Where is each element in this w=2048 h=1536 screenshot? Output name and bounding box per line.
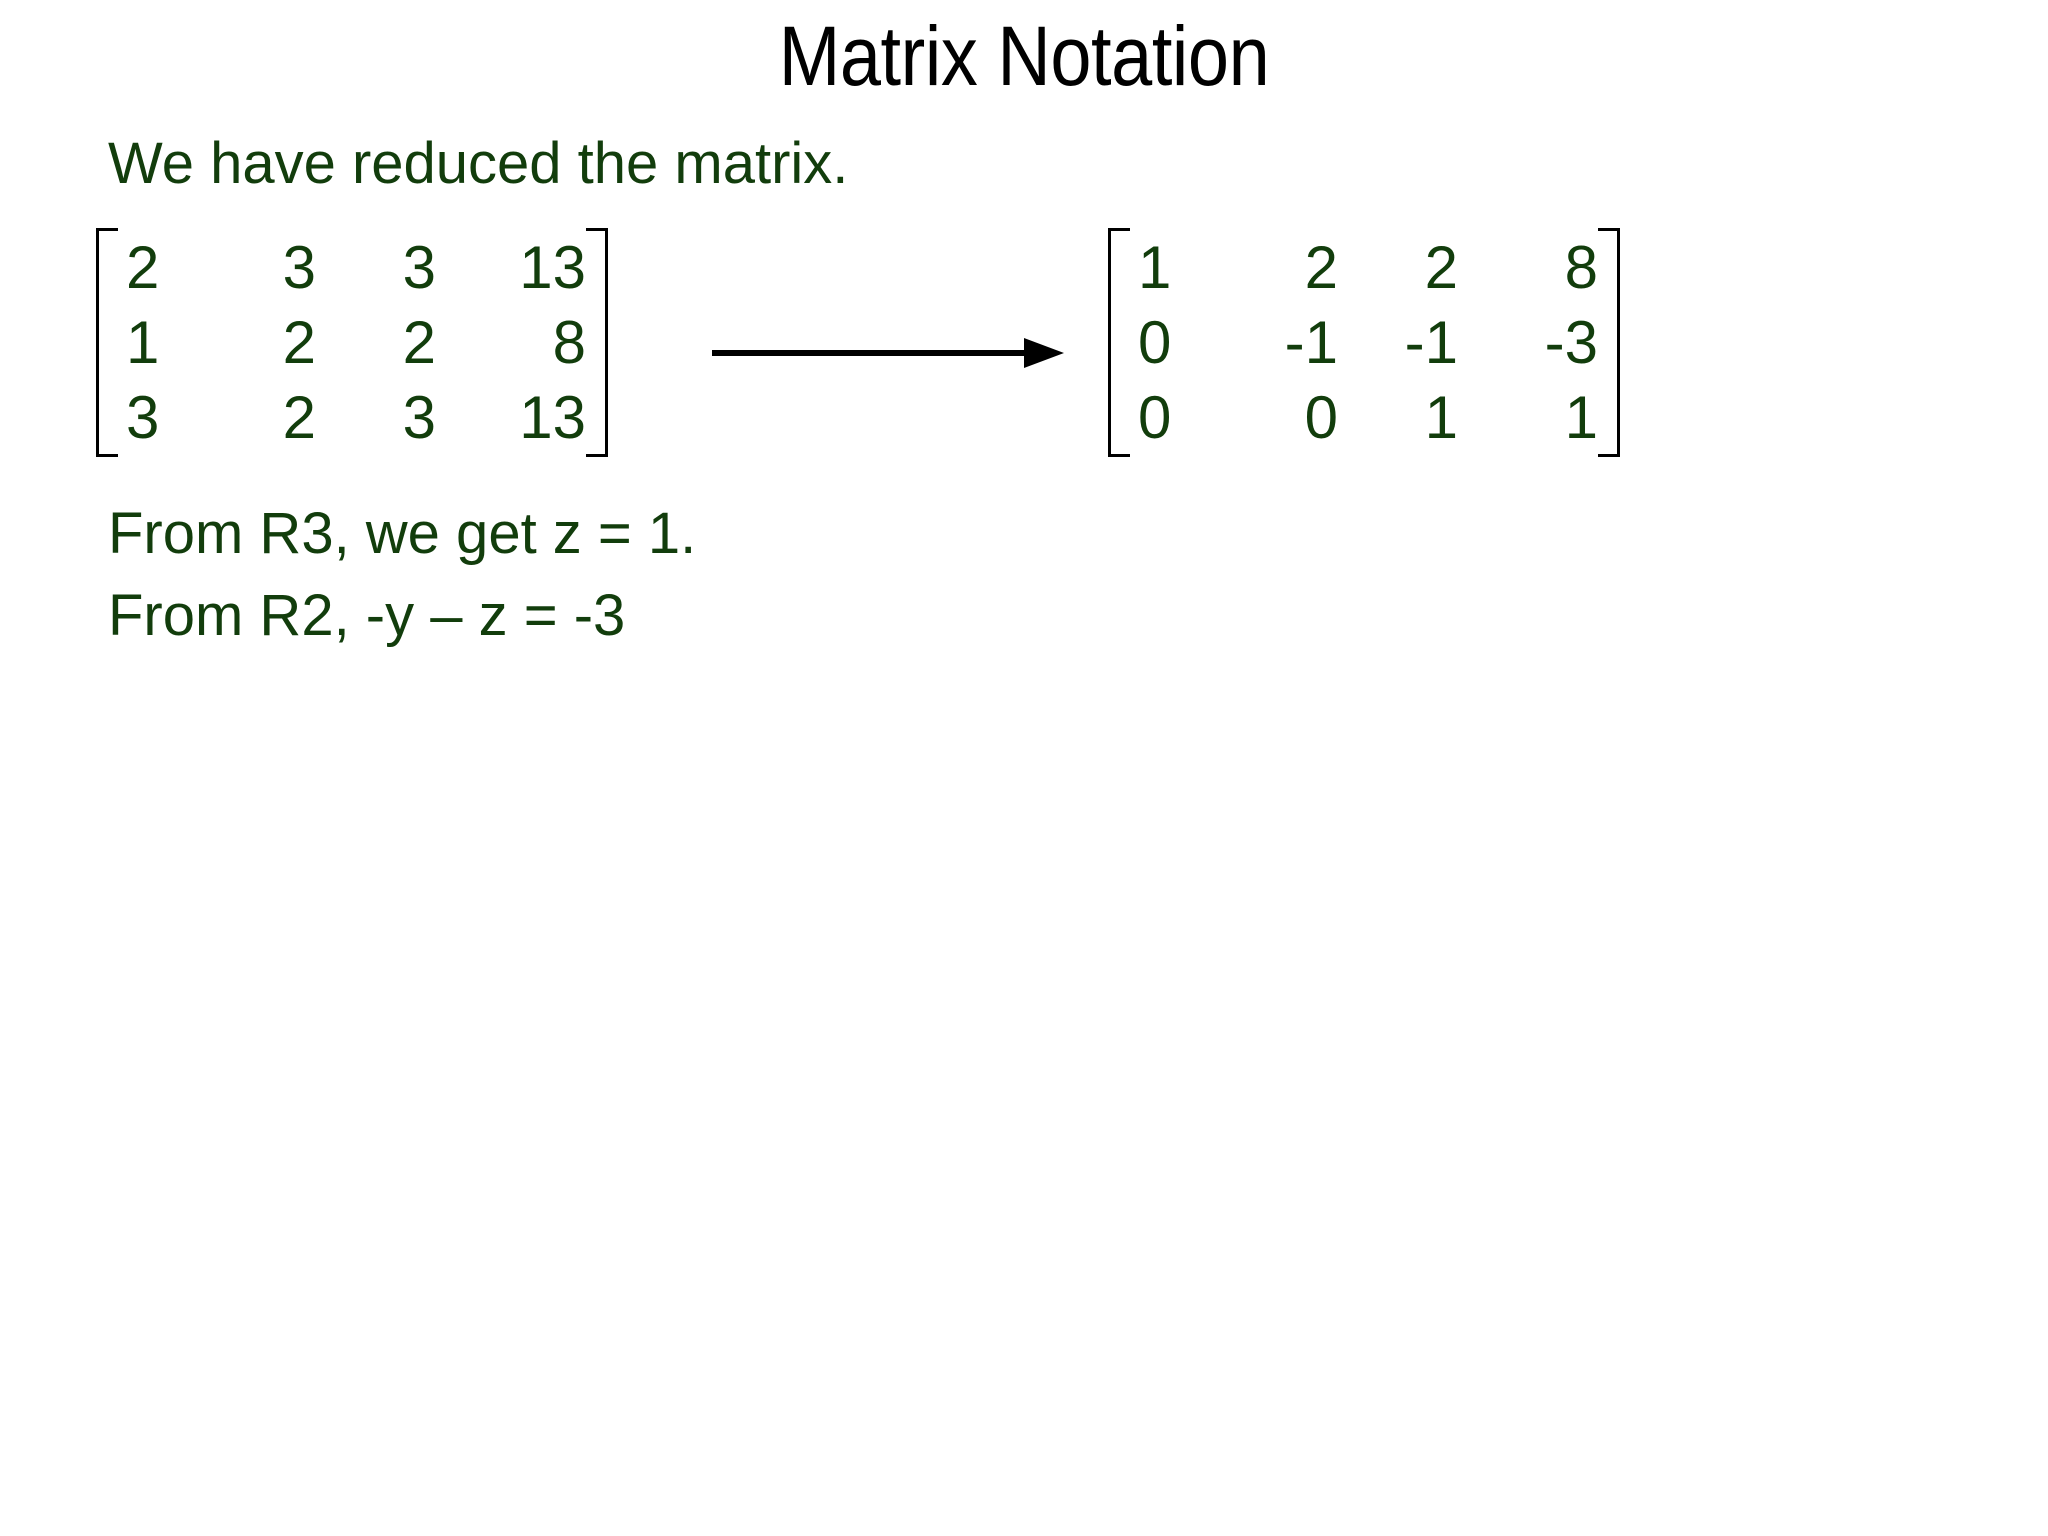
conclusion-line-1: From R3, we get z = 1. [108, 501, 697, 566]
matrix-cell: -1 [1284, 309, 1338, 376]
matrix-cell: 2 [126, 234, 160, 301]
bracket-bottom-serif [96, 454, 118, 457]
matrix-equation-row: 2 3 3 13 1 2 2 8 3 2 3 13 [0, 228, 2048, 457]
left-matrix: 2 3 3 13 1 2 2 8 3 2 3 13 [96, 228, 608, 457]
matrix-cell: 1 [1138, 234, 1172, 301]
right-arrow-icon [712, 338, 1064, 368]
bracket-bottom-serif [1598, 454, 1620, 457]
bracket-bottom-serif [1108, 454, 1130, 457]
right-matrix-grid: 1 2 2 8 0 -1 -1 -3 0 0 1 1 [1130, 228, 1598, 457]
bracket-top-serif [96, 228, 118, 231]
bracket-top-serif [1598, 228, 1620, 231]
matrix-cell: 2 [1304, 234, 1338, 301]
matrix-cell: 1 [1424, 384, 1458, 451]
matrix-cell: -3 [1544, 309, 1598, 376]
matrix-cell: 3 [126, 384, 160, 451]
matrix-cell: 1 [1564, 384, 1598, 451]
matrix-cell: 0 [1138, 309, 1172, 376]
arrow-head [1024, 338, 1064, 368]
page-title: Matrix Notation [778, 9, 1270, 103]
matrix-cell: 8 [552, 309, 586, 376]
arrow-shaft [712, 350, 1030, 356]
matrix-cell: 3 [402, 384, 436, 451]
left-matrix-open-bracket [96, 228, 118, 457]
matrix-cell: 3 [402, 234, 436, 301]
right-matrix: 1 2 2 8 0 -1 -1 -3 0 0 1 1 [1108, 228, 1620, 457]
right-matrix-close-bracket [1598, 228, 1620, 457]
bracket-bottom-serif [586, 454, 608, 457]
matrix-cell: 0 [1138, 384, 1172, 451]
matrix-cell: 0 [1304, 384, 1338, 451]
bracket-top-serif [1108, 228, 1130, 231]
matrix-cell: 13 [519, 234, 586, 301]
matrix-cell: 2 [402, 309, 436, 376]
matrix-cell: -1 [1404, 309, 1458, 376]
matrix-cell: 3 [282, 234, 316, 301]
conclusion-line-2: From R2, -y – z = -3 [108, 583, 626, 648]
matrix-cell: 13 [519, 384, 586, 451]
lead-statement: We have reduced the matrix. [108, 131, 849, 196]
bracket-top-serif [586, 228, 608, 231]
matrix-cell: 8 [1564, 234, 1598, 301]
matrix-cell: 2 [282, 309, 316, 376]
matrix-cell: 2 [1424, 234, 1458, 301]
left-matrix-grid: 2 3 3 13 1 2 2 8 3 2 3 13 [118, 228, 586, 457]
right-matrix-open-bracket [1108, 228, 1130, 457]
matrix-cell: 2 [282, 384, 316, 451]
left-matrix-close-bracket [586, 228, 608, 457]
matrix-cell: 1 [126, 309, 160, 376]
